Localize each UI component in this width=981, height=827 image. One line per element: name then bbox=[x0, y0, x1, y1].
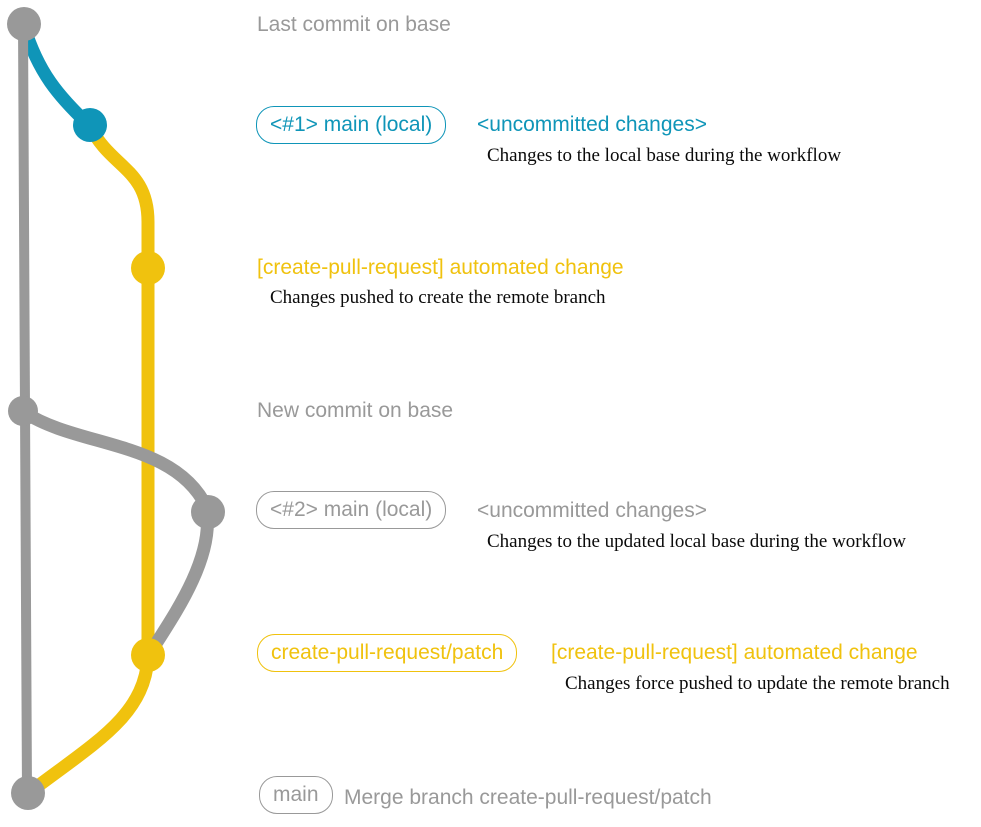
annotation-updated-local-base-changes: Changes to the updated local base during… bbox=[487, 531, 906, 552]
branch-tag-main-local-2: <#2> main (local) bbox=[256, 491, 447, 530]
commit-message-automated-change-2: [create-pull-request] automated change bbox=[551, 641, 918, 664]
branch-edge-local-main-2 bbox=[17, 405, 214, 515]
commit-node-merge bbox=[11, 776, 45, 810]
commit-message-uncommitted-1: <uncommitted changes> bbox=[477, 113, 707, 136]
branch-tag-create-pull-request-patch: create-pull-request/patch bbox=[257, 634, 518, 673]
branch-tag-main-local-1: <#1> main (local) bbox=[256, 106, 447, 145]
commit-message-merge: Merge branch create-pull-request/patch bbox=[344, 786, 712, 809]
annotation-force-pushed-update-branch: Changes force pushed to update the remot… bbox=[565, 673, 950, 694]
annotation-local-base-changes: Changes to the local base during the wor… bbox=[487, 145, 842, 166]
commit-message-uncommitted-2: <uncommitted changes> bbox=[477, 499, 707, 522]
commit-node-local-2 bbox=[191, 495, 225, 529]
commit-node-local-1 bbox=[73, 108, 107, 142]
branch-edge-patch-merge bbox=[23, 651, 155, 799]
branch-edge-local-2-to-patch bbox=[145, 507, 214, 657]
commit-message-automated-change-1: [create-pull-request] automated change bbox=[257, 256, 624, 279]
branch-edge-patch bbox=[83, 119, 155, 657]
commit-node-patch-2 bbox=[131, 638, 165, 672]
note-last-commit-on-base: Last commit on base bbox=[257, 13, 451, 36]
commit-node-base-last bbox=[7, 7, 41, 41]
annotation-pushed-create-branch: Changes pushed to create the remote bran… bbox=[270, 287, 606, 308]
commit-node-patch-1 bbox=[131, 251, 165, 285]
commit-node-base-new bbox=[8, 396, 38, 426]
branch-tag-main: main bbox=[259, 776, 333, 815]
branch-edge-local-main-1 bbox=[17, 19, 97, 133]
note-new-commit-on-base: New commit on base bbox=[257, 399, 454, 422]
